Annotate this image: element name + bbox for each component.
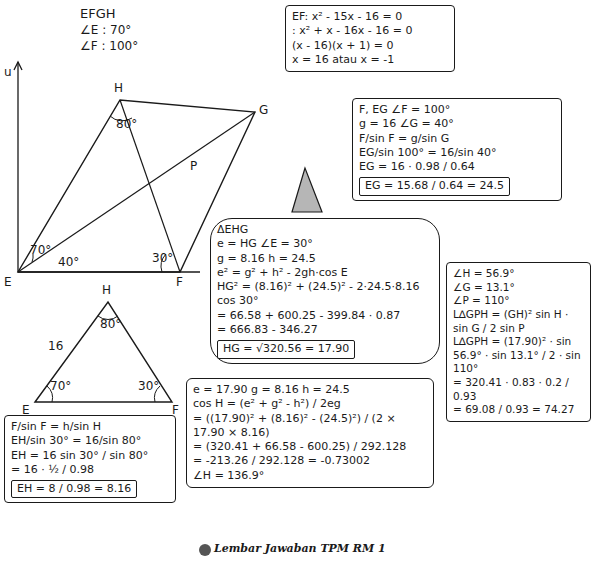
work-box: F, EG ∠F = 100°g = 16 ∠G = 40°F/sin F = … (352, 98, 562, 201)
result-box: EG = 15.68 / 0.64 = 24.5 (359, 177, 510, 195)
work-line: EH/sin 30° = 16/sin 80° (11, 434, 169, 448)
work-line: x = 16 atau x = -1 (292, 53, 448, 67)
work-line: = 69.08 / 0.93 = 74.27 (453, 403, 584, 417)
work-line: EH = 16 sin 30° / sin 80° (11, 449, 169, 463)
figure-title: EFGH (80, 6, 116, 21)
work-line: EG/sin 100° = 16/sin 40° (359, 146, 555, 160)
work-box: ∠H = 56.9°∠G = 13.1°∠P = 110°L∆GPH = (GH… (446, 262, 591, 422)
work-line: = ((17.90)² + (8.16)² - (24.5)²) / (2 × … (193, 412, 427, 441)
work-box: ΔEHGe = HG ∠E = 30°g = 8.16 h = 24.5e² =… (210, 218, 440, 364)
work-line: = 66.58 + 600.25 - 399.84 · 0.87 (217, 309, 433, 323)
vertex-label: u (4, 66, 12, 79)
scribble-triangle (292, 168, 322, 212)
result-box: EH = 8 / 0.98 = 8.16 (11, 480, 137, 498)
angle-label: 30° (138, 380, 159, 393)
angle-label: 80° (100, 318, 121, 331)
work-line: = -213.26 / 292.128 = -0.73002 (193, 454, 427, 468)
work-box: EF: x² - 15x - 16 = 0: x² + x - 16x - 16… (285, 5, 455, 72)
work-line: e = HG ∠E = 30° (217, 237, 433, 251)
work-line: e = 17.90 g = 8.16 h = 24.5 (193, 383, 427, 397)
work-line: F, EG ∠F = 100° (359, 103, 555, 117)
work-line: cos H = (e² + g² - h²) / 2eg (193, 397, 427, 411)
work-line: e² = g² + h² - 2gh·cos E (217, 266, 433, 280)
work-line: L∆GPH = (GH)² sin H · sin G / 2 sin P (453, 308, 584, 335)
given-angle: ∠F : 100° (80, 40, 138, 53)
work-line: F/sin F = g/sin G (359, 132, 555, 146)
work-line: F/sin F = h/sin H (11, 420, 169, 434)
angle-label: 40° (58, 256, 79, 269)
work-line: ∠H = 56.9° (453, 267, 584, 281)
work-line: = (320.41 + 66.58 - 600.25) / 292.128 (193, 440, 427, 454)
axis-arrow (14, 62, 22, 70)
vertex-label: H (102, 284, 111, 297)
work-line: L∆GPH = (17.90)² · sin 56.9° · sin 13.1°… (453, 335, 584, 376)
angle-label: 70° (50, 380, 71, 393)
work-line: g = 16 ∠G = 40° (359, 117, 555, 131)
result-box: HG = √320.56 = 17.90 (217, 340, 355, 358)
vertex-label: P (190, 160, 197, 173)
axis-line (17, 62, 18, 272)
given-angle: ∠E : 70° (80, 24, 131, 37)
triangle (35, 302, 172, 402)
vertex-label: F (176, 276, 183, 289)
work-box: e = 17.90 g = 8.16 h = 24.5cos H = (e² +… (186, 378, 434, 488)
vertex-label: E (22, 404, 30, 417)
work-box: F/sin F = h/sin HEH/sin 30° = 16/sin 80°… (4, 415, 176, 503)
work-line: ∠P = 110° (453, 294, 584, 308)
logo-mark (199, 544, 211, 556)
work-line: ∠H = 136.9° (193, 469, 427, 483)
work-line: = 16 · ½ / 0.98 (11, 463, 169, 477)
work-line: HG² = (8.16)² + (24.5)² - 2·24.5·8.16 co… (217, 280, 433, 309)
footer-text: Lembar Jawaban TPM RM 1 (214, 543, 386, 555)
box-heading: ΔEHG (217, 223, 433, 237)
vertex-label: E (4, 276, 12, 289)
work-line: ∠G = 13.1° (453, 281, 584, 295)
work-line: EF: x² - 15x - 16 = 0 (292, 10, 448, 24)
work-line: (x - 16)(x + 1) = 0 (292, 39, 448, 53)
work-line: : x² + x - 16x - 16 = 0 (292, 24, 448, 38)
result-line: EH = 8 / 0.98 = 8.16 (17, 482, 131, 496)
angle-label: 16 (48, 340, 63, 353)
work-line: = 320.41 · 0.83 · 0.2 / 0.93 (453, 376, 584, 403)
angle-label: 80° (116, 118, 137, 131)
angle-label: 30° (152, 252, 173, 265)
work-line: EG = 16 · 0.98 / 0.64 (359, 160, 555, 174)
work-line: g = 8.16 h = 24.5 (217, 252, 433, 266)
result-line: EG = 15.68 / 0.64 = 24.5 (365, 179, 504, 193)
work-line: = 666.83 - 346.27 (217, 323, 433, 337)
angle-label: 70° (30, 244, 51, 257)
vertex-label: F (172, 404, 179, 417)
vertex-label: G (259, 104, 268, 117)
result-line: HG = √320.56 = 17.90 (223, 342, 349, 356)
vertex-label: H (114, 82, 123, 95)
